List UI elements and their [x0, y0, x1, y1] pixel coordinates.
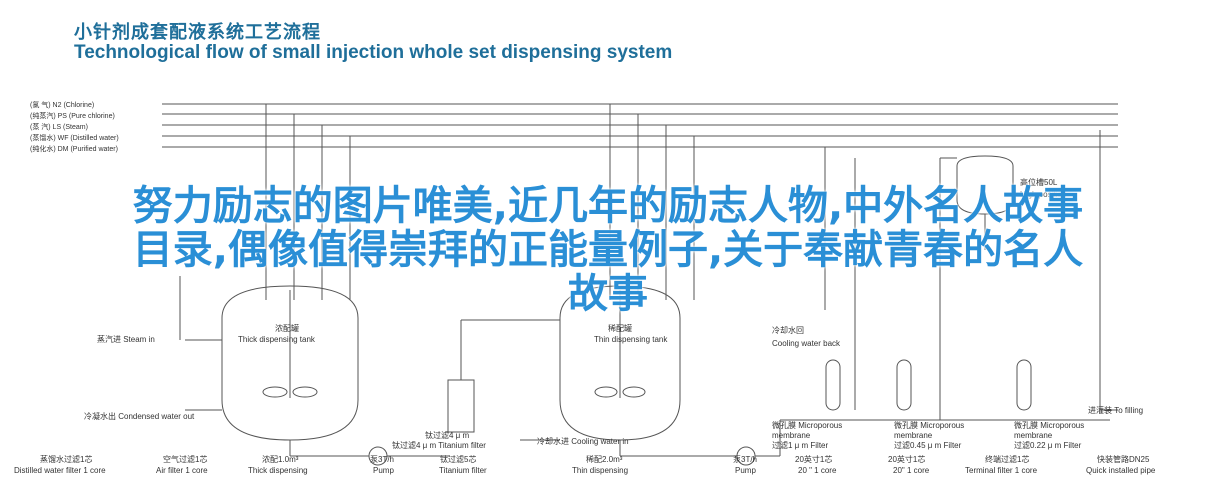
label-membrane-3-cn: 微孔膜 Microporous [1014, 420, 1084, 430]
caption-20in-1-cn: 20英寸1芯 [795, 454, 832, 464]
label-thick-tank-en: Thick dispensing tank [238, 335, 316, 344]
label-cooling-water-in: 冷却水进 Cooling water in [537, 436, 629, 446]
caption-pump-1-cn: 泵3T/h [370, 455, 394, 464]
label-membrane-3-en: membrane [1014, 431, 1053, 440]
label-thick-tank-cn: 浓配罐 [275, 323, 299, 333]
label-to-filling: 进灌装 To filling [1088, 405, 1143, 415]
caption-terminal-filter-en: Terminal filter 1 core [965, 466, 1038, 475]
legend-purified-water: (纯化水) DM (Purified water) [30, 144, 118, 153]
label-thin-tank-en: Thin dispensing tank [594, 335, 668, 344]
caption-quick-pipe-cn: 快装管路DN25 [1097, 454, 1150, 464]
caption-thick-dispensing-cn: 浓配1.0m³ [262, 455, 299, 464]
label-membrane-3-spec: 过滤0.22 μ m Filter [1014, 440, 1082, 450]
label-high-position-en: High position [1020, 190, 1066, 199]
label-high-position-cn: 高位槽50L [1020, 177, 1058, 187]
caption-titanium-filter-en: Titanium filter [439, 466, 487, 475]
label-condensed-water-out: 冷凝水出 Condensed water out [84, 411, 195, 421]
label-cooling-back-en: Cooling water back [772, 339, 841, 348]
caption-distilled-filter-cn: 蒸馏水过滤1芯 [40, 454, 92, 464]
label-membrane-1-spec: 过滤1 μ m Filter [772, 440, 829, 450]
legend-pure-steam: (纯蒸汽) PS (Pure chlorine) [30, 111, 115, 120]
label-thin-tank-cn: 稀配罐 [608, 323, 632, 333]
caption-distilled-filter-en: Distilled water filter 1 core [14, 466, 106, 475]
caption-thick-dispensing-en: Thick dispensing [248, 466, 308, 475]
caption-20in-2-cn: 20英寸1芯 [888, 454, 925, 464]
label-membrane-2-spec: 过滤0.45 μ m Filter [894, 440, 962, 450]
diagram-title-en: Technological flow of small injection wh… [74, 42, 673, 63]
caption-quick-pipe-en: Quick installed pipe [1086, 466, 1156, 475]
caption-thin-dispensing-cn: 稀配2.0m³ [586, 454, 623, 464]
caption-thin-dispensing-en: Thin dispensing [572, 466, 628, 475]
label-cooling-back-cn: 冷却水回 [772, 325, 804, 335]
label-membrane-1-cn: 微孔膜 Microporous [772, 420, 842, 430]
label-membrane-1-en: membrane [772, 431, 811, 440]
caption-pump-2-cn: 泵3T/h [733, 455, 757, 464]
legend-steam: (蒸 汽) LS (Steam) [30, 122, 88, 131]
label-titanium-filter-en: 钛过滤4 μ m Titanium filter [392, 440, 486, 450]
label-titanium-filter: 钛过滤4 μ m [425, 430, 470, 440]
diagram-title-cn: 小针剂成套配液系统工艺流程 [74, 22, 321, 42]
caption-pump-1-en: Pump [373, 466, 394, 475]
caption-air-filter-en: Air filter 1 core [156, 466, 208, 475]
caption-20in-2-en: 20" 1 core [893, 466, 930, 475]
caption-terminal-filter-cn: 终端过滤1芯 [985, 454, 1029, 464]
label-steam-in: 蒸汽进 Steam in [97, 334, 155, 344]
label-membrane-2-cn: 微孔膜 Microporous [894, 420, 964, 430]
caption-pump-2-en: Pump [735, 466, 756, 475]
label-membrane-2-en: membrane [894, 431, 933, 440]
legend-distilled-water: (蒸馏水) WF (Distilled water) [30, 133, 119, 142]
caption-air-filter-cn: 空气过滤1芯 [163, 454, 207, 464]
caption-20in-1-en: 20 " 1 core [798, 466, 837, 475]
legend-chlorine: (氯 气) N2 (Chlorine) [30, 100, 94, 109]
caption-titanium-filter-cn: 钛过滤5芯 [440, 454, 476, 464]
